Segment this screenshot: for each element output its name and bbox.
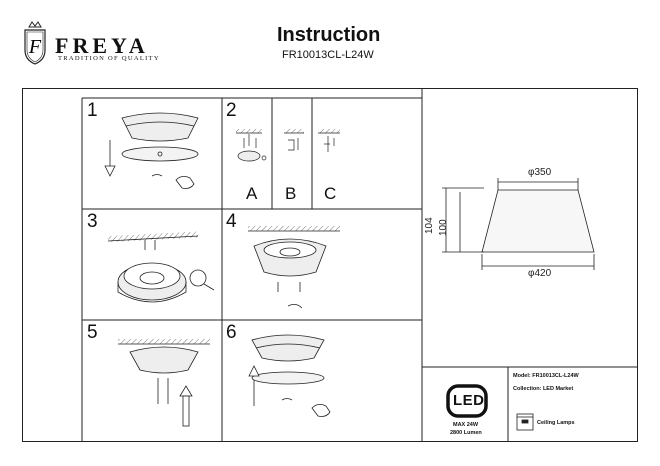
instruction-frame (22, 88, 638, 442)
ceiling-lamp-icon (516, 413, 534, 431)
step-number-4: 4 (226, 211, 237, 232)
led-badge-text: LED (453, 392, 485, 409)
logo-emblem: F (22, 20, 48, 66)
step-number-2: 2 (226, 100, 237, 121)
mount-option-a: A (246, 184, 258, 203)
info-model: Model: FR10013CL-L24W (513, 373, 579, 379)
logo-letter: F (28, 36, 42, 58)
step-number-3: 3 (87, 211, 98, 232)
mount-option-b: B (285, 184, 297, 203)
brand-tagline: TRADITION OF QUALITY (58, 55, 160, 62)
led-badge-icon (446, 384, 488, 418)
info-collection: Collection: LED Market (513, 386, 574, 392)
led-lumen: 2800 Lumen (450, 430, 482, 436)
step4-drawing (248, 226, 340, 309)
page-title: Instruction (277, 24, 381, 46)
dimension-drawing (442, 178, 595, 270)
led-power: MAX 24W (453, 422, 479, 428)
dim-top-diameter: φ350 (528, 167, 552, 178)
model-number: FR10013CL-L24W (282, 49, 374, 61)
crest-icon: F (24, 21, 46, 65)
dim-height-shade: 100 (438, 219, 449, 236)
step5-drawing (118, 339, 210, 427)
step2-drawing (236, 129, 340, 162)
info-category: Ceiling Lamps (537, 420, 575, 426)
mount-option-c: C (324, 184, 337, 203)
step6-drawing (248, 334, 331, 417)
step3-drawing (107, 231, 215, 303)
brand-name: FREYA (55, 33, 149, 58)
step-number-5: 5 (87, 322, 98, 343)
step-number-1: 1 (87, 100, 98, 121)
dim-bottom-diameter: φ420 (528, 268, 552, 279)
step1-drawing (104, 112, 199, 189)
step-number-6: 6 (226, 322, 237, 343)
dim-height-total: 104 (424, 217, 435, 234)
